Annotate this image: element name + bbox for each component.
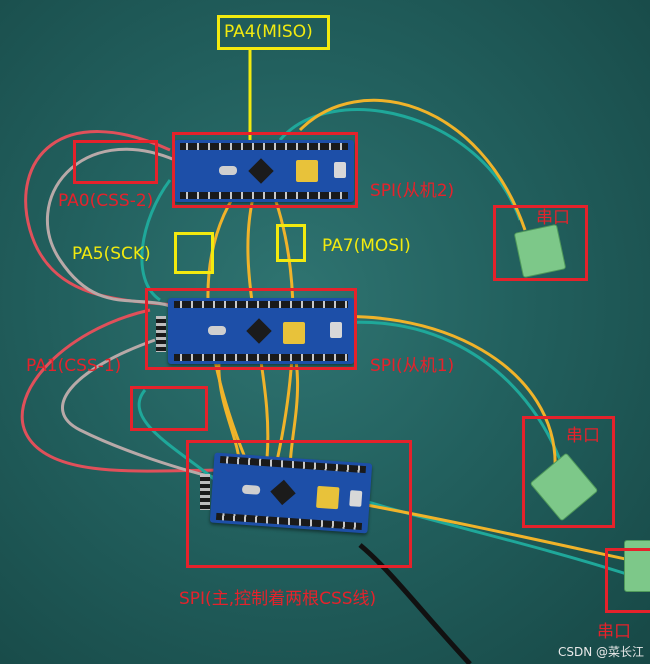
usb-port [334,162,346,178]
watermark: CSDN @菜长江 [557,645,644,659]
spi-slave2-box [172,132,358,208]
boot-jumper [283,322,305,344]
pin-header-bottom [174,354,348,361]
swd-header [156,316,166,352]
spi-master-box [186,440,412,568]
pa1-label: PA1(CSS-1) [26,356,122,376]
pa1-box [130,386,208,431]
boot-jumper [296,160,318,182]
uart-box-3 [605,548,650,613]
pa0-box [73,140,158,184]
pa7-box [276,224,306,262]
uart-label-3: 串口 [597,622,631,642]
swd-header [200,474,210,510]
wire-yellow [339,498,631,562]
pin-header-top [174,301,348,308]
slave2-board [174,140,354,202]
slave1-board [168,298,354,364]
crystal [208,326,226,335]
crystal [219,166,237,175]
pa7-label: PA7(MOSI) [322,236,411,256]
pin-header-top [180,143,348,150]
usb-port [330,322,342,338]
wire-black [358,543,472,664]
spi-slave1-box [145,288,357,370]
uart-box-1 [493,205,588,281]
pa5-label: PA5(SCK) [72,244,151,264]
pa0-label: PA0(CSS-2) [58,191,154,211]
wire-teal [278,108,522,221]
spi-master-label: SPI(主,控制着两根CSS线) [179,589,377,609]
wire-teal [137,389,216,482]
pa5-box [174,232,214,274]
wire-gray [61,338,226,482]
wire-yellow [298,98,527,231]
pin-header-bottom [180,192,348,199]
uart-box-2 [522,416,615,528]
spi-slave2-label: SPI(从机2) [370,181,455,201]
uart-label-2: 串口 [566,426,600,446]
spi-slave1-label: SPI(从机1) [370,356,455,376]
pa4-label: PA4(MISO) [224,22,313,42]
wire-gray [46,147,181,312]
wire-teal [140,179,172,302]
wire-red [20,308,231,473]
uart-label-1: 串口 [536,208,570,228]
pa4-box [217,15,330,50]
